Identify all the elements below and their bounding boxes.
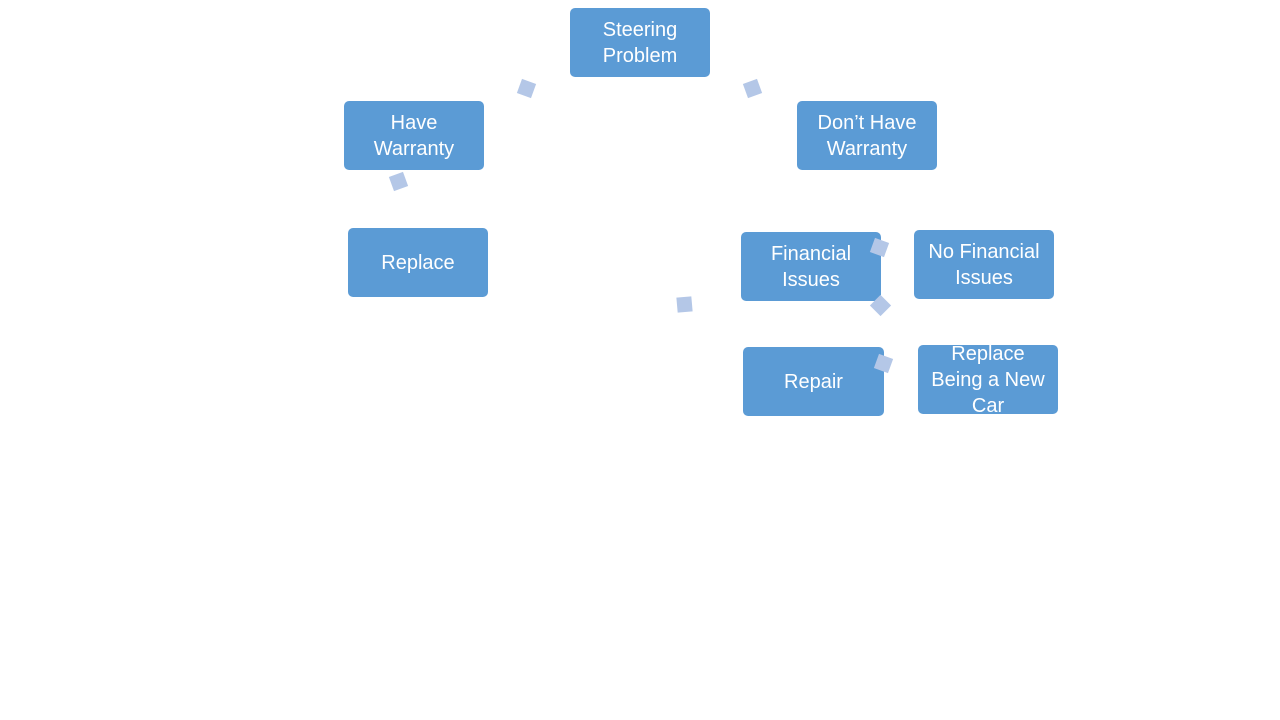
node-have-warranty-label: Have Warranty bbox=[373, 111, 455, 160]
node-no-financial-issues[interactable]: No Financial Issues bbox=[914, 230, 1054, 299]
connector-marker bbox=[676, 296, 693, 313]
node-steering-problem-label: Steering Problem bbox=[602, 18, 678, 67]
node-have-warranty[interactable]: Have Warranty bbox=[344, 101, 484, 170]
node-replace-new-car-label: Replace Being a New Car bbox=[931, 342, 1045, 417]
node-repair[interactable]: Repair bbox=[743, 347, 884, 416]
node-steering-problem[interactable]: Steering Problem bbox=[570, 8, 710, 77]
node-dont-have-warranty-label: Don’t Have Warranty bbox=[817, 111, 917, 160]
node-repair-label: Repair bbox=[784, 370, 843, 393]
node-no-financial-issues-label: No Financial Issues bbox=[928, 240, 1040, 289]
connector-marker bbox=[388, 171, 409, 192]
node-financial-issues-label: Financial Issues bbox=[770, 242, 852, 291]
connector-marker bbox=[516, 78, 537, 99]
node-replace-new-car[interactable]: Replace Being a New Car bbox=[918, 343, 1058, 417]
node-dont-have-warranty[interactable]: Don’t Have Warranty bbox=[797, 101, 937, 170]
node-financial-issues[interactable]: Financial Issues bbox=[741, 232, 881, 301]
node-replace-label: Replace bbox=[381, 251, 455, 274]
connector-marker bbox=[742, 78, 763, 99]
node-replace[interactable]: Replace bbox=[348, 228, 488, 297]
